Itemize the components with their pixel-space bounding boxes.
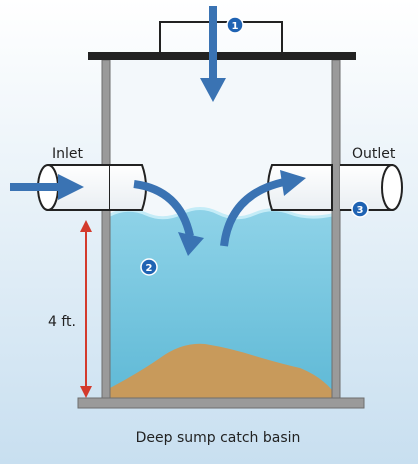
- flow-arrow-up: [220, 170, 306, 247]
- marker-3-label: 3: [357, 205, 364, 216]
- marker-1: 1: [226, 16, 244, 34]
- water-surface: [109, 207, 333, 220]
- base-slab: [77, 397, 365, 409]
- flow-arrow-inlet: [10, 174, 84, 200]
- inlet-label: Inlet: [52, 146, 84, 162]
- diagram-caption: Deep sump catch basin: [136, 430, 301, 446]
- depth-label: 4 ft.: [48, 314, 76, 330]
- flow-arrow-top: [200, 6, 226, 102]
- marker-3: 3: [351, 200, 369, 218]
- outlet-label: Outlet: [352, 146, 396, 162]
- flow-arrow-down: [133, 180, 204, 256]
- marker-2-label: 2: [146, 263, 153, 274]
- marker-1-label: 1: [232, 21, 239, 32]
- right-wall: [331, 59, 341, 401]
- sediment: [110, 343, 332, 398]
- grate-handle: [159, 21, 283, 52]
- left-wall: [101, 59, 111, 401]
- water: [110, 208, 332, 398]
- grate-lid: [88, 52, 356, 60]
- marker-2: 2: [140, 258, 158, 276]
- depth-dimension: [80, 220, 92, 398]
